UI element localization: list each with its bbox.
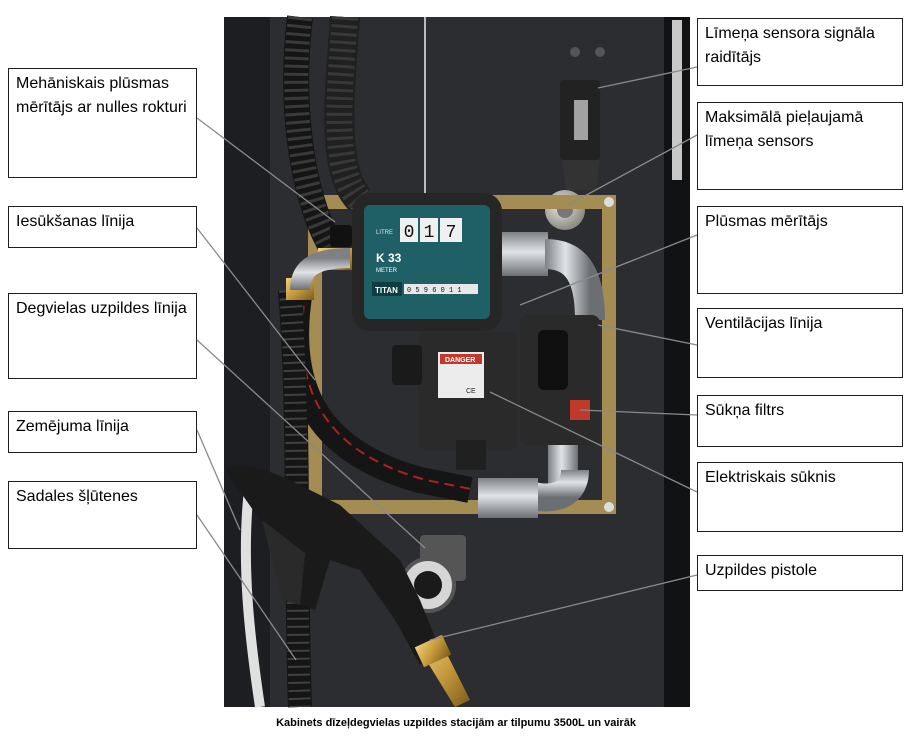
label-fuel-line: Degvielas uzpildes līnija (8, 293, 197, 379)
nozzle-brass-ring (414, 634, 452, 668)
pump-ce-mark: CE (466, 388, 476, 395)
level-sensor-transmitter (560, 47, 605, 160)
suction-hose (283, 15, 342, 252)
leader-line-fuel-line (196, 339, 426, 549)
leader-line-pump-filter (579, 409, 698, 416)
label-level-sensor-transmitter: Līmeņa sensora signāla raidītājs (697, 18, 903, 86)
label-electric-pump: Elektriskais sūknis (697, 462, 903, 532)
meter-digit-3: 7 (446, 223, 457, 243)
figure-caption: Kabinets dīzeļdegvielas uzpildes stacijā… (276, 717, 636, 729)
leader-line-nozzle (429, 574, 698, 641)
meter-brand-k33: K 33 (376, 251, 402, 265)
leader-line-hoses (196, 514, 297, 661)
label-flow-meter: Plūsmas mērītājs (697, 206, 903, 294)
outlet-pipes (478, 232, 605, 518)
label-hoses: Sadales šļūtenes (8, 481, 197, 549)
leader-lines (196, 66, 698, 661)
label-vent-line: Ventilācijas līnija (697, 308, 903, 378)
leader-line-max-level-sensor (567, 134, 698, 206)
meter-digit-1: 0 (404, 223, 415, 243)
label-mech-flow-meter: Mehāniskais plūsmas mērītājs ar nulles r… (8, 68, 197, 178)
leader-line-ground-line (196, 429, 241, 531)
label-nozzle: Uzpildes pistole (697, 555, 903, 591)
leader-line-suction-line (196, 227, 316, 381)
leader-line-mech-flow-meter (196, 117, 336, 223)
leader-line-flow-meter (519, 234, 698, 306)
electric-pump: DANGER CE (392, 332, 518, 470)
vertical-bracket (672, 20, 682, 180)
ground-cable (240, 479, 265, 708)
meter-zero-handle (330, 225, 352, 247)
meter-titan-logo: TITAN (375, 286, 398, 295)
meter-digit-2: 1 (424, 223, 435, 243)
suction-pipe-elbow (290, 248, 351, 291)
label-suction-line: Iesūkšanas līnija (8, 206, 197, 248)
top-left-hose (324, 15, 372, 211)
label-max-level-sensor: Maksimālā pieļaujamā līmeņa sensors (697, 102, 903, 190)
meter-totalizer: 0 5 9 6 0 1 1 (407, 287, 462, 295)
flow-meter: LITRE 0 1 7 K 33 METER TITAN 0 5 9 6 0 1… (330, 193, 502, 331)
leader-line-level-sensor-transmitter (597, 66, 698, 89)
cabinet-photo: LITRE 0 1 7 K 33 METER TITAN 0 5 9 6 0 1… (224, 15, 690, 708)
label-ground-line: Zemējuma līnija (8, 411, 197, 453)
meter-litre-label: LITRE (376, 230, 393, 236)
leader-line-vent-line (597, 324, 698, 346)
leader-line-electric-pump (489, 391, 698, 493)
pump-danger-label: DANGER (445, 357, 475, 364)
meter-brand-meter: METER (376, 268, 398, 274)
fuel-nozzle (225, 465, 470, 707)
label-pump-filter: Sūkņa filtrs (697, 395, 903, 447)
